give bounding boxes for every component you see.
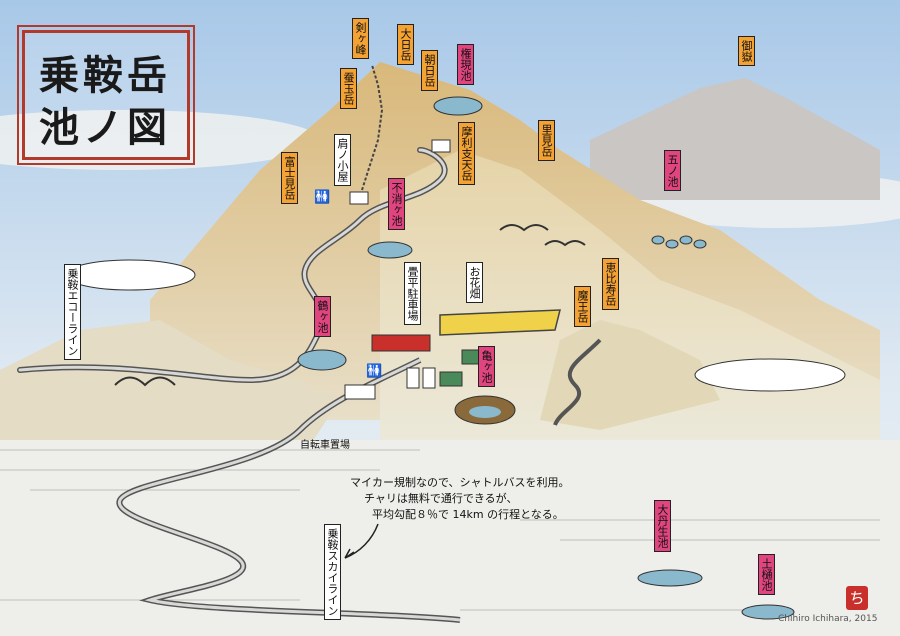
label-goike: 五ノ池 bbox=[664, 150, 681, 191]
map-title-box: 乗鞍岳 池ノ図 bbox=[17, 25, 195, 165]
note-line1: マイカー規制なので、シャトルバスを利用。 bbox=[350, 476, 570, 489]
label-bicycle-parking: 自転車置場 bbox=[300, 440, 350, 451]
artist-seal: ち bbox=[846, 586, 868, 610]
label-ecoline: 乗鞍エコーライン bbox=[64, 264, 81, 360]
label-fujimidake: 富士見岳 bbox=[281, 152, 298, 204]
label-maoudake: 魔王岳 bbox=[574, 286, 591, 327]
tatami-building bbox=[371, 334, 431, 352]
label-ontake: 御嶽 bbox=[738, 36, 755, 66]
note-line2: チャリは無料で通行できるが、 bbox=[364, 492, 518, 505]
label-tatamidaira: 畳平駐車場 bbox=[404, 262, 421, 325]
label-satomidake: 里見岳 bbox=[538, 120, 555, 161]
label-asahidake: 朝日岳 bbox=[421, 50, 438, 91]
map-title-line1: 乗鞍岳 bbox=[39, 53, 171, 99]
tsuchito-pond bbox=[741, 604, 795, 620]
map-title-line2: 池ノ図 bbox=[39, 105, 171, 151]
note-line3: 平均勾配８％で 14km の行程となる。 bbox=[372, 508, 564, 521]
label-kiezugaike: 不消ヶ池 bbox=[388, 178, 405, 230]
label-skyline: 乗鞍スカイライン bbox=[324, 524, 341, 620]
label-tsurugaike: 鶴ヶ池 bbox=[314, 296, 331, 337]
label-tsuchitoike: 土樋池 bbox=[758, 554, 775, 595]
gongen-pond bbox=[433, 96, 483, 116]
tsuru-pond bbox=[297, 349, 347, 371]
label-ebisudake: 恵比寿岳 bbox=[602, 258, 619, 310]
label-ohanabatake: お花畑 bbox=[466, 262, 483, 303]
label-dainichidake: 大日岳 bbox=[397, 24, 414, 65]
label-gongenike: 権現池 bbox=[457, 44, 474, 85]
toilet-icon: 🚻 bbox=[314, 190, 331, 205]
toilet-icon: 🚻 bbox=[366, 364, 383, 379]
label-marishitenndake: 摩利支天岳 bbox=[458, 122, 475, 185]
ontake-mountain bbox=[590, 78, 880, 200]
label-ohnyuike: 大丹生池 bbox=[654, 500, 671, 552]
label-katanokoya: 肩ノ小屋 bbox=[334, 134, 351, 186]
label-kengamine: 剣ヶ峰 bbox=[352, 18, 369, 59]
kiezu-pond bbox=[367, 241, 413, 259]
label-kamegaike: 亀ヶ池 bbox=[478, 346, 495, 387]
artist-credit: Chihiro Ichihara, 2015 bbox=[778, 614, 878, 624]
label-bandamadake: 蚕玉岳 bbox=[340, 68, 357, 109]
ohnyu-pond bbox=[637, 569, 703, 587]
